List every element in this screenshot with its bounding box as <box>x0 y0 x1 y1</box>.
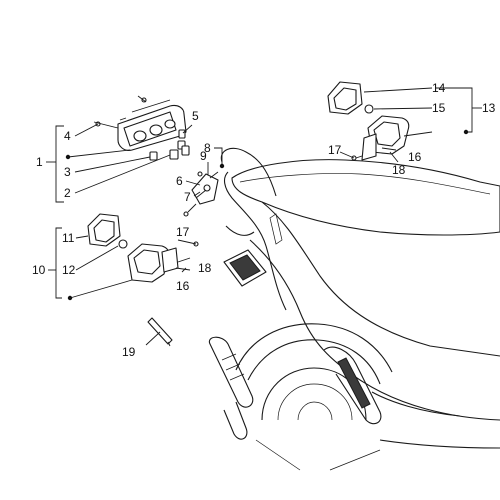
label-12: 12 <box>62 263 76 277</box>
left-turn-indicator <box>87 213 199 283</box>
label-19: 19 <box>122 345 136 359</box>
callout-labels: 1 2 3 4 5 6 7 8 9 10 11 12 13 14 15 16 1… <box>32 81 496 359</box>
cable-tie <box>147 317 173 347</box>
label-11: 11 <box>62 231 75 245</box>
label-6: 6 <box>176 174 183 188</box>
label-10: 10 <box>32 263 46 277</box>
label-8: 8 <box>204 141 211 155</box>
label-5: 5 <box>192 109 199 123</box>
right-turn-indicator <box>327 81 410 161</box>
label-17a: 17 <box>328 143 342 157</box>
mounting-bracket <box>183 171 219 217</box>
label-18b: 18 <box>198 261 212 275</box>
tail-light-assembly <box>93 95 190 161</box>
label-3: 3 <box>64 165 71 179</box>
label-16a: 16 <box>408 150 422 164</box>
label-16b: 16 <box>176 279 190 293</box>
label-7: 7 <box>184 190 191 204</box>
label-18a: 18 <box>392 163 406 177</box>
label-2: 2 <box>64 186 71 200</box>
label-15: 15 <box>432 101 446 115</box>
leader-lines <box>46 87 482 346</box>
leader-dots <box>65 129 469 301</box>
label-14: 14 <box>432 81 446 95</box>
label-9: 9 <box>200 149 207 163</box>
label-17b: 17 <box>176 225 190 239</box>
label-1: 1 <box>36 155 43 169</box>
label-4: 4 <box>64 129 71 143</box>
scooter-rear-body <box>208 147 500 471</box>
label-13: 13 <box>482 101 496 115</box>
